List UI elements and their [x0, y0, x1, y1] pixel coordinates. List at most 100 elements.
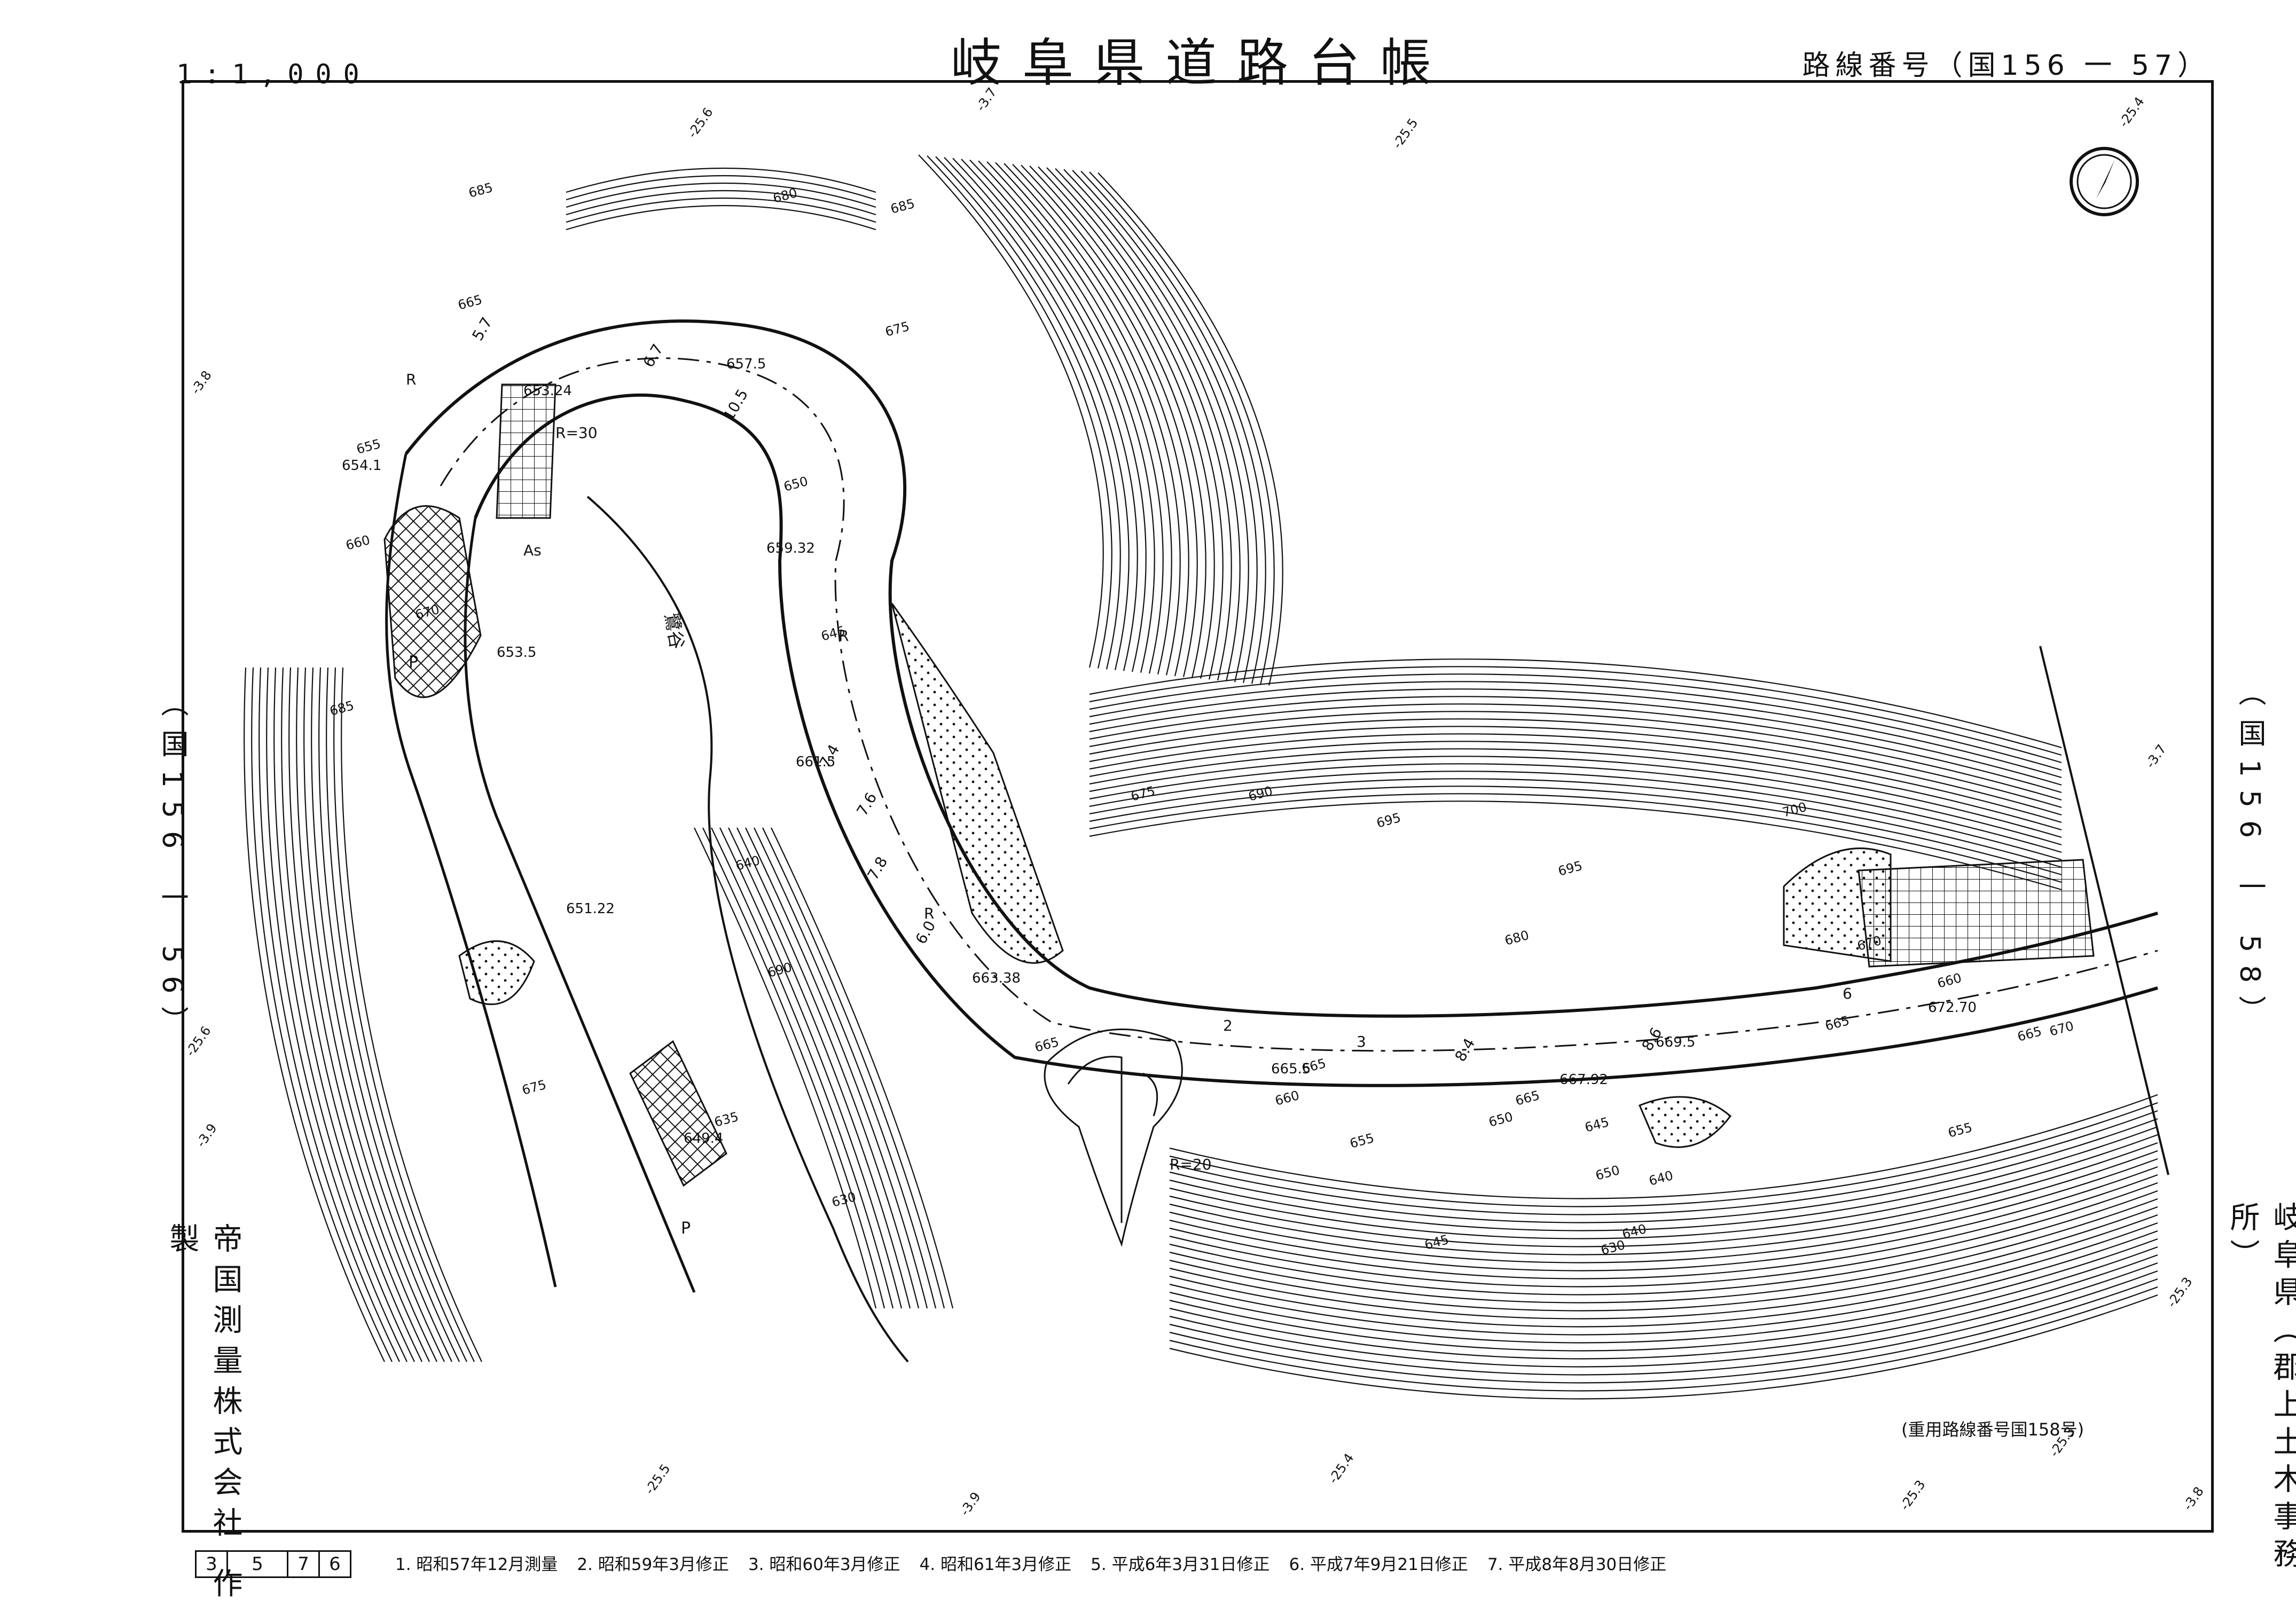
- map-label: 660: [1273, 1088, 1300, 1109]
- contour-line: [978, 160, 1164, 674]
- map-label: -25.4: [2116, 95, 2148, 130]
- road-centerline: [440, 357, 2158, 1052]
- contour-line: [702, 827, 886, 1309]
- producer-label: 帝国測量株式会社 作製: [164, 1223, 242, 1608]
- map-label: -3.7: [973, 85, 1000, 114]
- contour-line: [1089, 658, 2062, 749]
- map-frame: [182, 80, 2214, 1533]
- contour-line: [281, 667, 422, 1362]
- map-label: P: [409, 653, 418, 672]
- map-label: -3.8: [2180, 1484, 2207, 1513]
- office-label: 岐阜県（郡上土木事務所）: [2225, 1202, 2296, 1575]
- contour-line: [1098, 172, 1283, 686]
- contour-line: [1029, 166, 1215, 679]
- revision-item: 5. 平成6年3月31日修正: [1091, 1555, 1270, 1574]
- map-label: 661.5: [796, 754, 835, 770]
- map-label: 5.7: [468, 314, 496, 343]
- map-label: R=20: [1170, 1156, 1212, 1173]
- contour-line: [1089, 748, 2062, 838]
- contour-line: [927, 155, 1112, 669]
- contour-line: [566, 197, 876, 223]
- map-label: 665: [1033, 1034, 1060, 1055]
- map-label: 7.6: [853, 789, 880, 819]
- map-label: 675: [1129, 783, 1156, 804]
- map-label: R: [406, 371, 416, 388]
- contour-line: [1169, 1094, 2158, 1199]
- map-label: 2: [1223, 1017, 1233, 1034]
- contour-line: [1089, 171, 1275, 685]
- map-label: -25.6: [183, 1024, 214, 1059]
- contour-line: [944, 157, 1130, 671]
- map-label: -3.8: [188, 368, 215, 397]
- contour-line: [1089, 778, 2062, 868]
- contour-line: [1089, 681, 2062, 771]
- road-edge: [404, 319, 2158, 1018]
- contour-line: [771, 827, 954, 1309]
- contour-line: [1169, 1134, 2158, 1239]
- contour-line: [1169, 1278, 2158, 1384]
- sheet-code-digit: 3: [197, 1552, 228, 1576]
- map-label: 665: [2016, 1024, 2043, 1045]
- contour-line: [1169, 1262, 2158, 1368]
- contour-line: [995, 162, 1181, 676]
- contour-line: [1169, 1286, 2158, 1392]
- map-label: 635: [712, 1109, 740, 1130]
- map-label: -3.9: [957, 1489, 984, 1518]
- map-label: 630: [1599, 1237, 1626, 1258]
- map-label: 663.38: [972, 970, 1021, 986]
- contour-line: [318, 667, 460, 1362]
- map-label: 650: [1487, 1109, 1514, 1130]
- sheet-code-digit: 5: [228, 1552, 288, 1576]
- contour-line: [1021, 164, 1206, 678]
- wall-hatch: [383, 505, 482, 698]
- adjacent-sheet-left: （国156 一 56）: [156, 689, 188, 1047]
- map-label: 650: [1594, 1163, 1621, 1183]
- revision-item: 6. 平成7年9月21日修正: [1289, 1555, 1468, 1574]
- contour-line: [1089, 793, 2062, 883]
- route-number: 路線番号（国156 一 57）: [1802, 50, 2211, 82]
- map-label: -25.6: [685, 105, 716, 141]
- map-label: 6.0: [912, 917, 939, 947]
- contour-line: [1089, 673, 2062, 764]
- map-label: 8.4: [1451, 1035, 1478, 1064]
- map-label: 3: [1357, 1033, 1366, 1050]
- map-label: -25.5: [642, 1462, 673, 1497]
- contour-line: [251, 667, 393, 1362]
- map-label: 685: [889, 196, 916, 217]
- map-label: 654.1: [342, 458, 381, 474]
- contour-line: [1169, 1214, 2158, 1320]
- contour-line: [986, 161, 1172, 675]
- stream: [586, 496, 909, 1363]
- contour-line: [694, 827, 877, 1309]
- map-label: 657.5: [726, 356, 766, 372]
- contour-line: [1169, 1110, 2158, 1215]
- map-label: -3.7: [2143, 742, 2169, 771]
- map-label: 665.5: [1271, 1061, 1311, 1077]
- side-road-edge: [385, 453, 557, 1288]
- contour-line: [566, 182, 876, 208]
- road: [385, 319, 2169, 1363]
- fan-feature: [1044, 1029, 1183, 1247]
- contour-line: [288, 667, 430, 1362]
- contour-line: [1089, 703, 2062, 794]
- contour-line: [1169, 1294, 2158, 1400]
- map-label: 640: [1620, 1221, 1648, 1242]
- map-label: 645: [1583, 1114, 1610, 1135]
- contour-line: [969, 159, 1155, 673]
- map-label: 667.92: [1560, 1072, 1608, 1088]
- map-label: R: [839, 627, 849, 645]
- map-label: 672.70: [1928, 1000, 1977, 1016]
- embankment-dots: [458, 940, 535, 1006]
- contour-line: [1089, 718, 2062, 809]
- revision-item: 7. 平成8年8月30日修正: [1487, 1555, 1667, 1574]
- contour-line: [566, 190, 876, 216]
- contour-line: [1169, 1158, 2158, 1263]
- map-label: 660: [1935, 970, 1963, 991]
- map-label: 653.24: [523, 383, 572, 399]
- map-label: 675: [520, 1077, 547, 1098]
- contour-line: [303, 667, 445, 1362]
- map-label: 660: [344, 532, 371, 553]
- contour-line: [1063, 169, 1249, 682]
- contour-line: [1169, 1142, 2158, 1247]
